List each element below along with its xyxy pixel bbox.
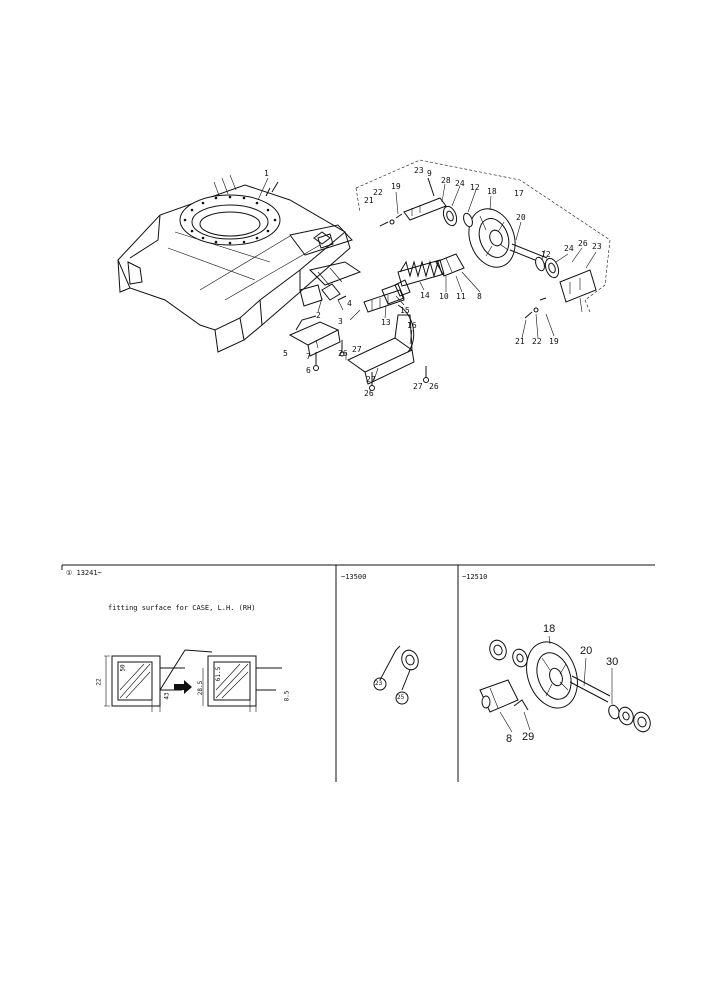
- callout-26: 26: [338, 349, 348, 358]
- callout-22b: 22: [532, 337, 542, 346]
- dim-8-5: 8.5: [283, 690, 291, 702]
- frame-small-parts: [288, 231, 445, 391]
- callout-1: 1: [264, 169, 269, 178]
- callout-22: 22: [373, 188, 383, 197]
- callout-9: 9: [427, 169, 432, 178]
- callout-23: 23: [414, 166, 424, 175]
- callout-12: 12: [541, 250, 551, 259]
- panel3-title: ~12510: [462, 573, 488, 581]
- callout-28: 28: [441, 176, 451, 185]
- panel2-callout-25: 25: [397, 694, 405, 701]
- panel3-callout-8: 8: [506, 733, 513, 745]
- callout-6: 6: [306, 366, 311, 375]
- callout-17: 17: [514, 189, 524, 198]
- callout-10: 10: [439, 292, 449, 301]
- callout-27b: 27: [366, 375, 376, 384]
- callout-24: 24: [455, 179, 465, 188]
- panel3-callout-20: 20: [580, 645, 593, 657]
- panel3-parts: [479, 635, 651, 733]
- panel1-title: ① 13241~: [66, 569, 102, 577]
- panel2-title: ~13500: [341, 573, 367, 581]
- callout-27: 27: [352, 345, 362, 354]
- dim-28-5: 28.5: [197, 680, 205, 696]
- callout-26d: 26: [429, 382, 439, 391]
- callout-19: 19: [391, 182, 401, 191]
- callout-23b: 23: [592, 242, 602, 251]
- callout-5: 5: [283, 349, 288, 358]
- callout-14: 14: [420, 291, 430, 300]
- dim-22: 22: [95, 678, 103, 686]
- callout-7: 7: [306, 352, 311, 361]
- callout-12b: 12: [470, 183, 480, 192]
- panel3-callout-18: 18: [543, 623, 556, 635]
- panel1-sections: [104, 649, 282, 712]
- callout-8: 8: [477, 292, 482, 301]
- callout-13: 13: [381, 318, 391, 327]
- callout-24b: 24: [564, 244, 574, 253]
- callout-15: 15: [400, 306, 410, 315]
- dim-50: 50: [119, 664, 127, 672]
- idler-assembly: [355, 159, 611, 319]
- callout-16: 16: [407, 321, 417, 330]
- panel3-callout-30: 30: [606, 656, 619, 668]
- panel1-note: fitting surface for CASE, L.H. (RH): [108, 604, 256, 612]
- dim-61-5: 61.5: [215, 666, 223, 682]
- callout-3: 3: [338, 317, 343, 326]
- main-leader-lines: [257, 177, 597, 381]
- panel2-parts: [373, 645, 419, 705]
- callout-26b: 26: [578, 239, 588, 248]
- panel2-callout-23: 23: [375, 680, 383, 687]
- callout-11: 11: [456, 292, 466, 301]
- callout-21b: 21: [515, 337, 525, 346]
- panel3-callout-29: 29: [522, 731, 535, 743]
- callout-21: 21: [364, 196, 374, 205]
- callout-26c: 26: [364, 389, 374, 398]
- callout-4: 4: [347, 299, 352, 308]
- callout-27c: 27: [413, 382, 423, 391]
- callout-19b: 19: [549, 337, 559, 346]
- track-frame: [117, 174, 362, 353]
- callout-20: 20: [516, 213, 526, 222]
- dim-43: 43: [163, 692, 171, 700]
- callout-2: 2: [316, 311, 321, 320]
- callout-18: 18: [487, 187, 497, 196]
